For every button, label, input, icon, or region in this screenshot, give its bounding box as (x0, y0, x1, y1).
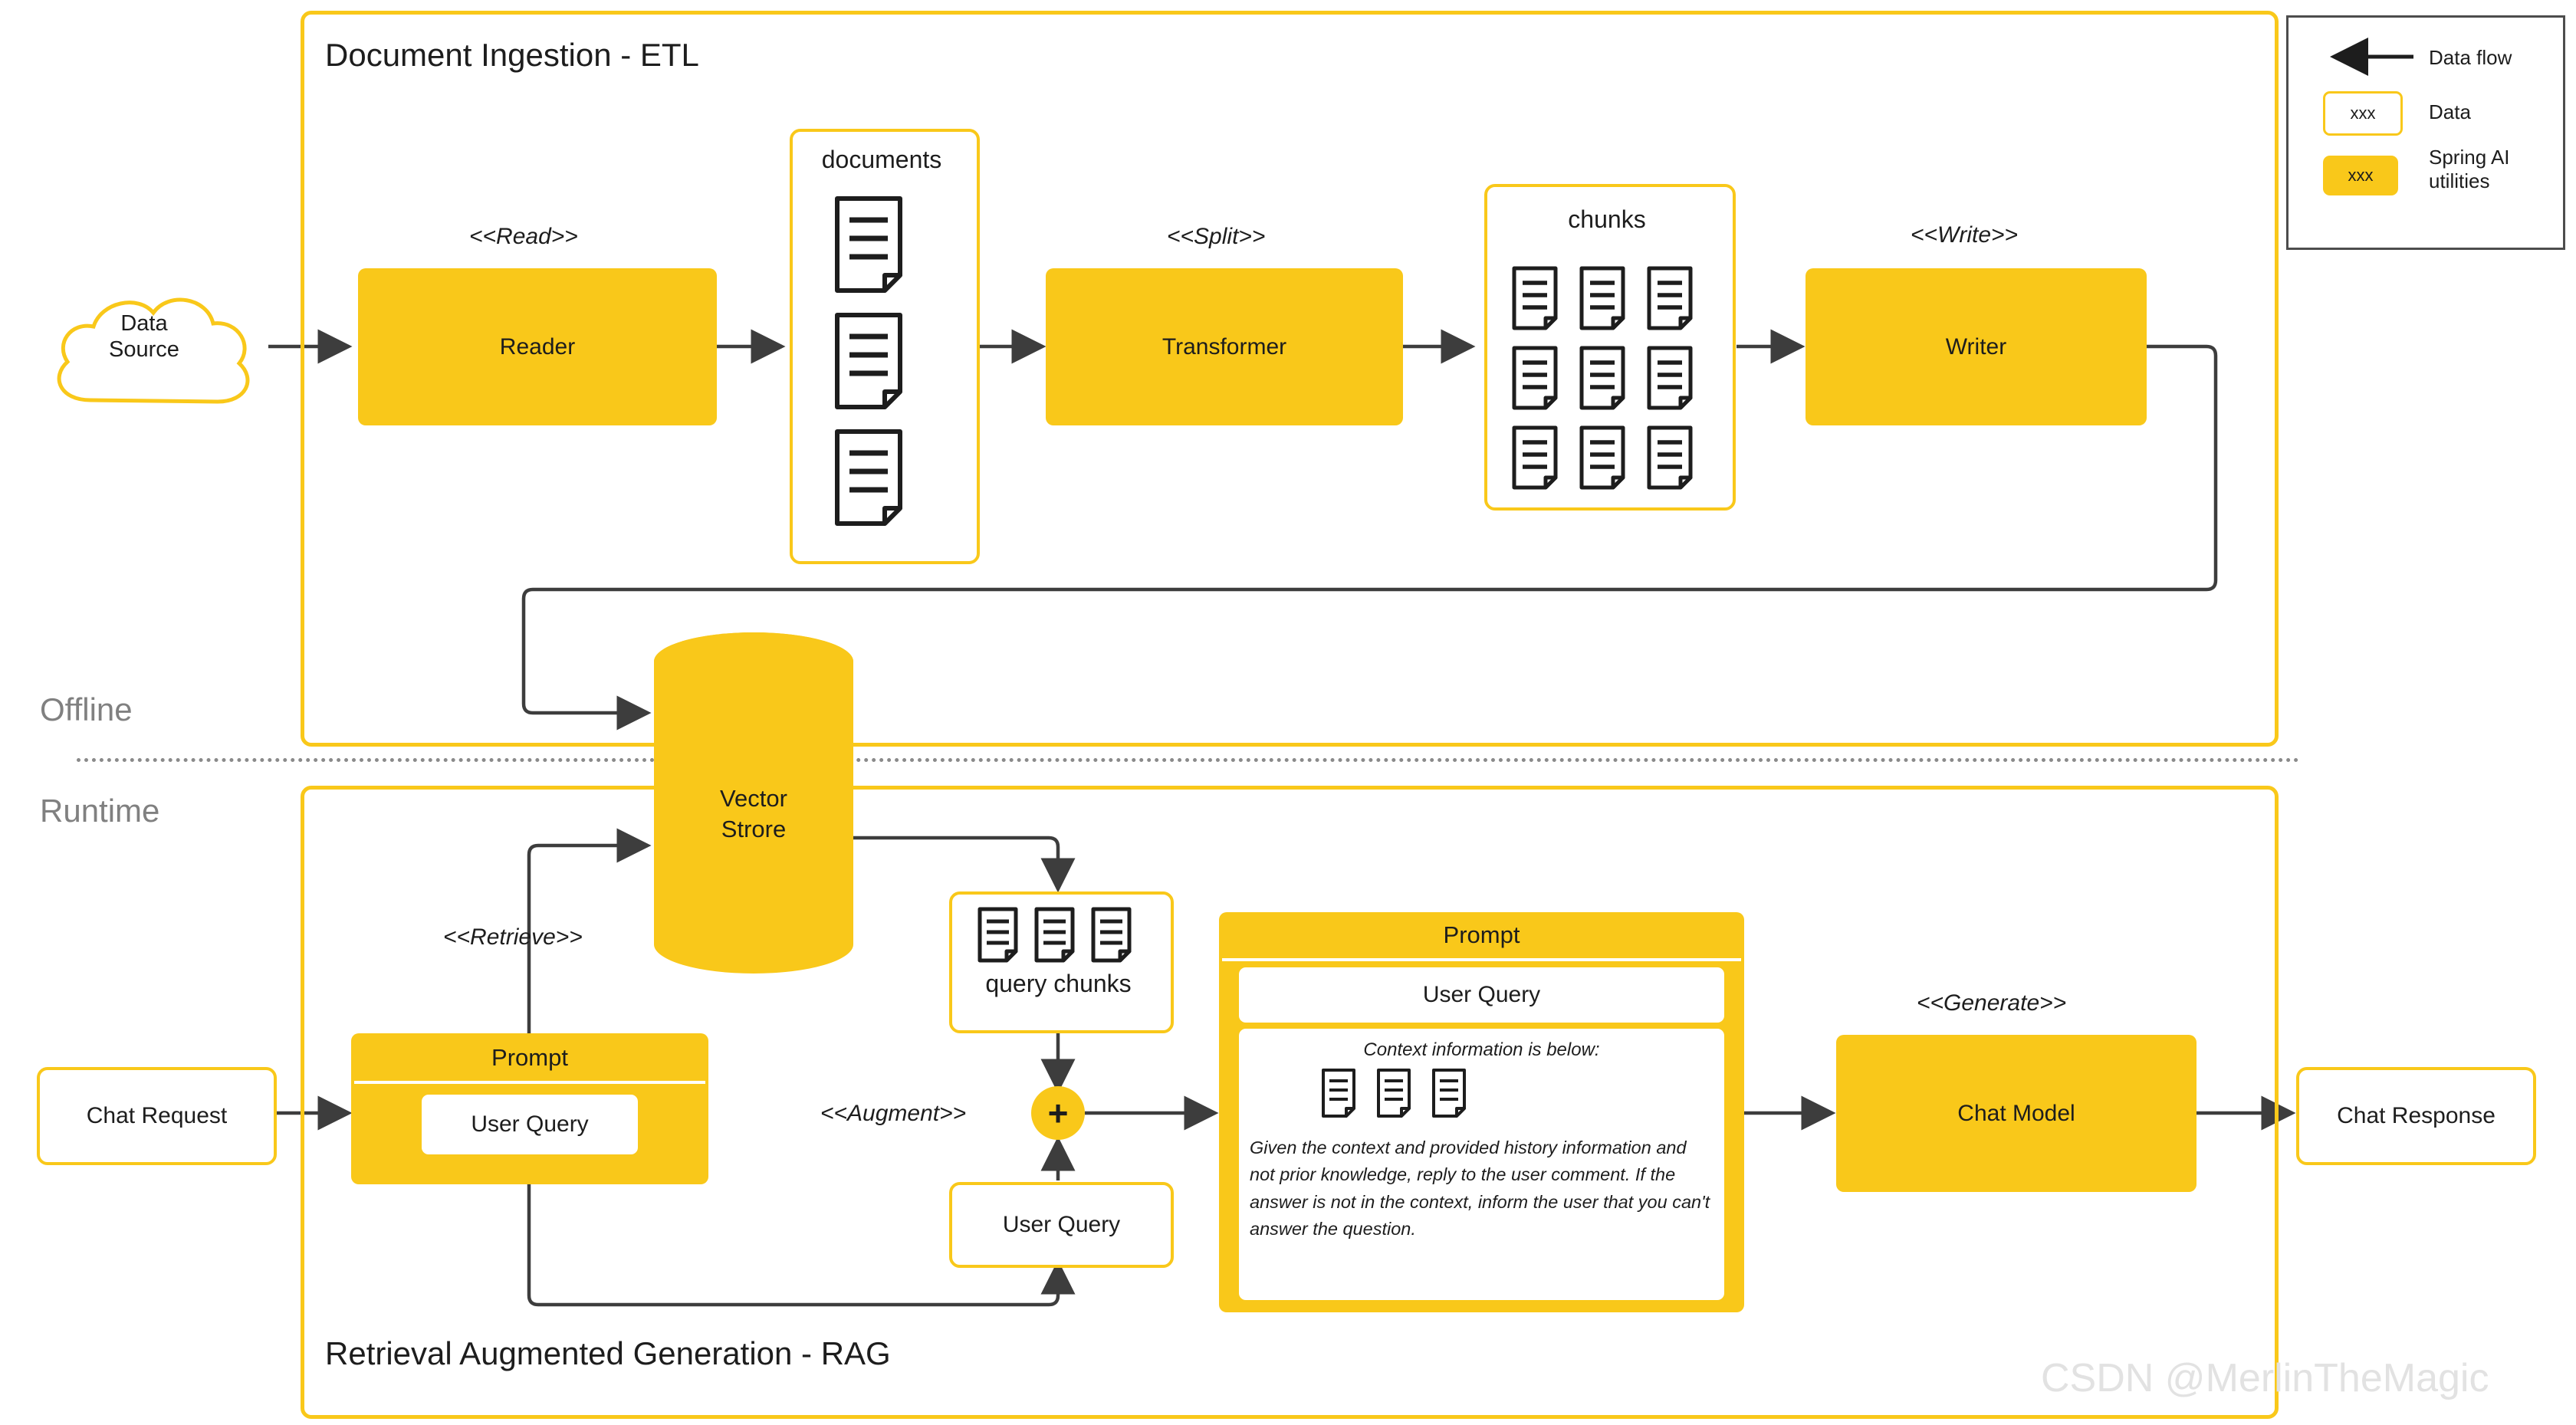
prompt-composite-body: Context information is below: Given the … (1239, 1029, 1724, 1300)
transformer-node[interactable]: Transformer (1046, 268, 1403, 425)
data-source-label: Data Source (109, 311, 179, 363)
vector-store-cylinder[interactable] (654, 632, 853, 974)
vector-store-label: Vector Strore (720, 785, 787, 843)
legend-data-flow-label: Data flow (2429, 46, 2512, 69)
chat-response-node[interactable]: Chat Response (2296, 1067, 2536, 1165)
phase-label-offline: Offline (40, 691, 133, 727)
context-doc-icon (1377, 1069, 1411, 1118)
chat-request-node[interactable]: Chat Request (37, 1067, 277, 1165)
chunk-icon (1647, 346, 1693, 410)
chunks-title: chunks (1568, 205, 1646, 233)
prompt-composite-divider (1222, 958, 1741, 961)
chunks-icons-grid (1512, 266, 1693, 490)
prompt-left-user-query: User Query (422, 1095, 638, 1154)
prompt-instruction-text: Given the context and provided history i… (1250, 1138, 1710, 1239)
phase-label-runtime: Runtime (40, 793, 160, 829)
query-chunks-icons-group (978, 907, 1132, 963)
documents-title: documents (821, 146, 942, 173)
prompt-composite-user-query: User Query (1239, 967, 1724, 1023)
rag-region-title: Retrieval Augmented Generation - RAG (325, 1335, 891, 1371)
legend-utilities-swatch: xxx (2323, 156, 2398, 195)
augment-plus-node[interactable]: + (1031, 1086, 1085, 1140)
document-icon (835, 313, 902, 409)
legend-data-flow-arrow-icon (2330, 38, 2413, 76)
stereotype-write: <<Write>> (1911, 222, 2019, 248)
prompt-composite-node[interactable]: Prompt User Query Context information is… (1219, 912, 1744, 1312)
chunk-icon (1512, 346, 1558, 410)
query-chunk-icon (978, 907, 1018, 963)
etl-region-title: Document Ingestion - ETL (325, 37, 699, 73)
stereotype-split: <<Split>> (1167, 224, 1266, 249)
prompt-left-node[interactable]: Prompt User Query (351, 1033, 708, 1184)
document-icon (835, 196, 902, 293)
stereotype-augment: <<Augment>> (820, 1101, 967, 1126)
context-doc-icon (1322, 1069, 1355, 1118)
reader-node[interactable]: Reader (358, 268, 717, 425)
stereotype-generate: <<Generate>> (1917, 990, 2067, 1016)
data-source-cloud-icon (57, 297, 250, 404)
query-chunks-title: query chunks (985, 970, 1132, 997)
prompt-left-title: Prompt (491, 1044, 568, 1071)
prompt-composite-title: Prompt (1443, 921, 1520, 948)
etl-region (301, 11, 2279, 747)
documents-icons-group (835, 196, 902, 526)
chunk-icon (1512, 425, 1558, 490)
writer-node[interactable]: Writer (1806, 268, 2147, 425)
document-icon (835, 429, 902, 526)
chat-model-node[interactable]: Chat Model (1836, 1035, 2196, 1192)
query-chunk-icon (1034, 907, 1075, 963)
prompt-left-divider (354, 1081, 705, 1084)
rag-region (301, 786, 2279, 1419)
chunk-icon (1647, 425, 1693, 490)
legend-data-label: Data (2429, 100, 2471, 123)
legend-data-swatch: xxx (2323, 91, 2403, 136)
chunk-icon (1579, 425, 1625, 490)
chunk-icon (1647, 266, 1693, 330)
chunk-icon (1512, 266, 1558, 330)
watermark-text: CSDN @MerlinTheMagic (2041, 1356, 2489, 1400)
offline-runtime-divider (77, 758, 2300, 762)
chunk-icon (1579, 346, 1625, 410)
chunk-icon (1579, 266, 1625, 330)
stereotype-read: <<Read>> (469, 224, 578, 249)
stereotype-retrieve: <<Retrieve>> (443, 924, 583, 950)
legend-utilities-label: Spring AI utilities (2429, 146, 2510, 192)
prompt-context-docs-group (1322, 1069, 1466, 1118)
query-chunk-icon (1091, 907, 1132, 963)
user-query-node[interactable]: User Query (949, 1182, 1174, 1268)
context-doc-icon (1432, 1069, 1466, 1118)
prompt-context-heading: Context information is below: (1363, 1039, 1600, 1060)
